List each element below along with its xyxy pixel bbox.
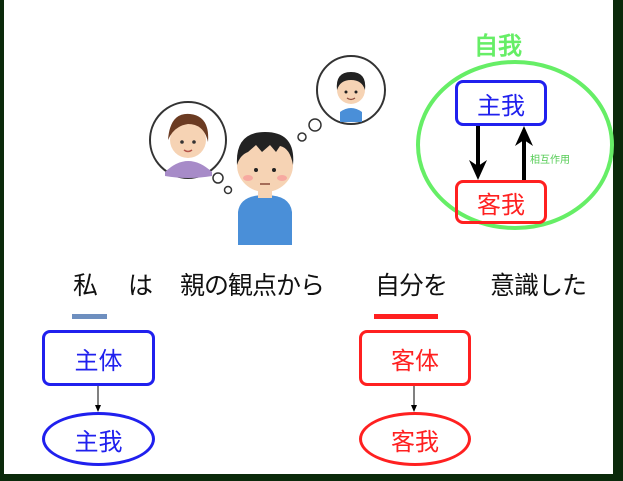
self-thought-bubble [297, 55, 386, 142]
self-title: 自我 [474, 32, 522, 60]
me-box: 客我 [455, 180, 547, 224]
down-arrow [469, 126, 487, 180]
self-circle [416, 60, 614, 230]
subject-underline [72, 314, 107, 319]
object-arrow [411, 386, 417, 412]
subject-box: 主体 [42, 330, 155, 386]
me-ellipse: 客我 [359, 412, 471, 466]
up-arrow [515, 126, 533, 180]
mother-thought-bubble [149, 101, 233, 195]
object-underline [374, 314, 438, 319]
object-box: 客体 [359, 330, 471, 386]
sentence-word-conscious: 意識した [490, 271, 587, 300]
sentence-word-self: 自分を [375, 271, 448, 300]
sentence-word-parent-view: 親の観点から [180, 271, 325, 300]
i-ellipse: 主我 [42, 412, 155, 466]
interaction-label: 相互作用 [530, 155, 570, 166]
sentence-word-wa: は [128, 271, 154, 300]
subject-arrow [95, 386, 101, 412]
sentence-word-i: 私 [73, 271, 99, 300]
thinking-boy [236, 132, 294, 245]
i-box: 主我 [455, 80, 547, 126]
slide-panel [4, 0, 613, 474]
